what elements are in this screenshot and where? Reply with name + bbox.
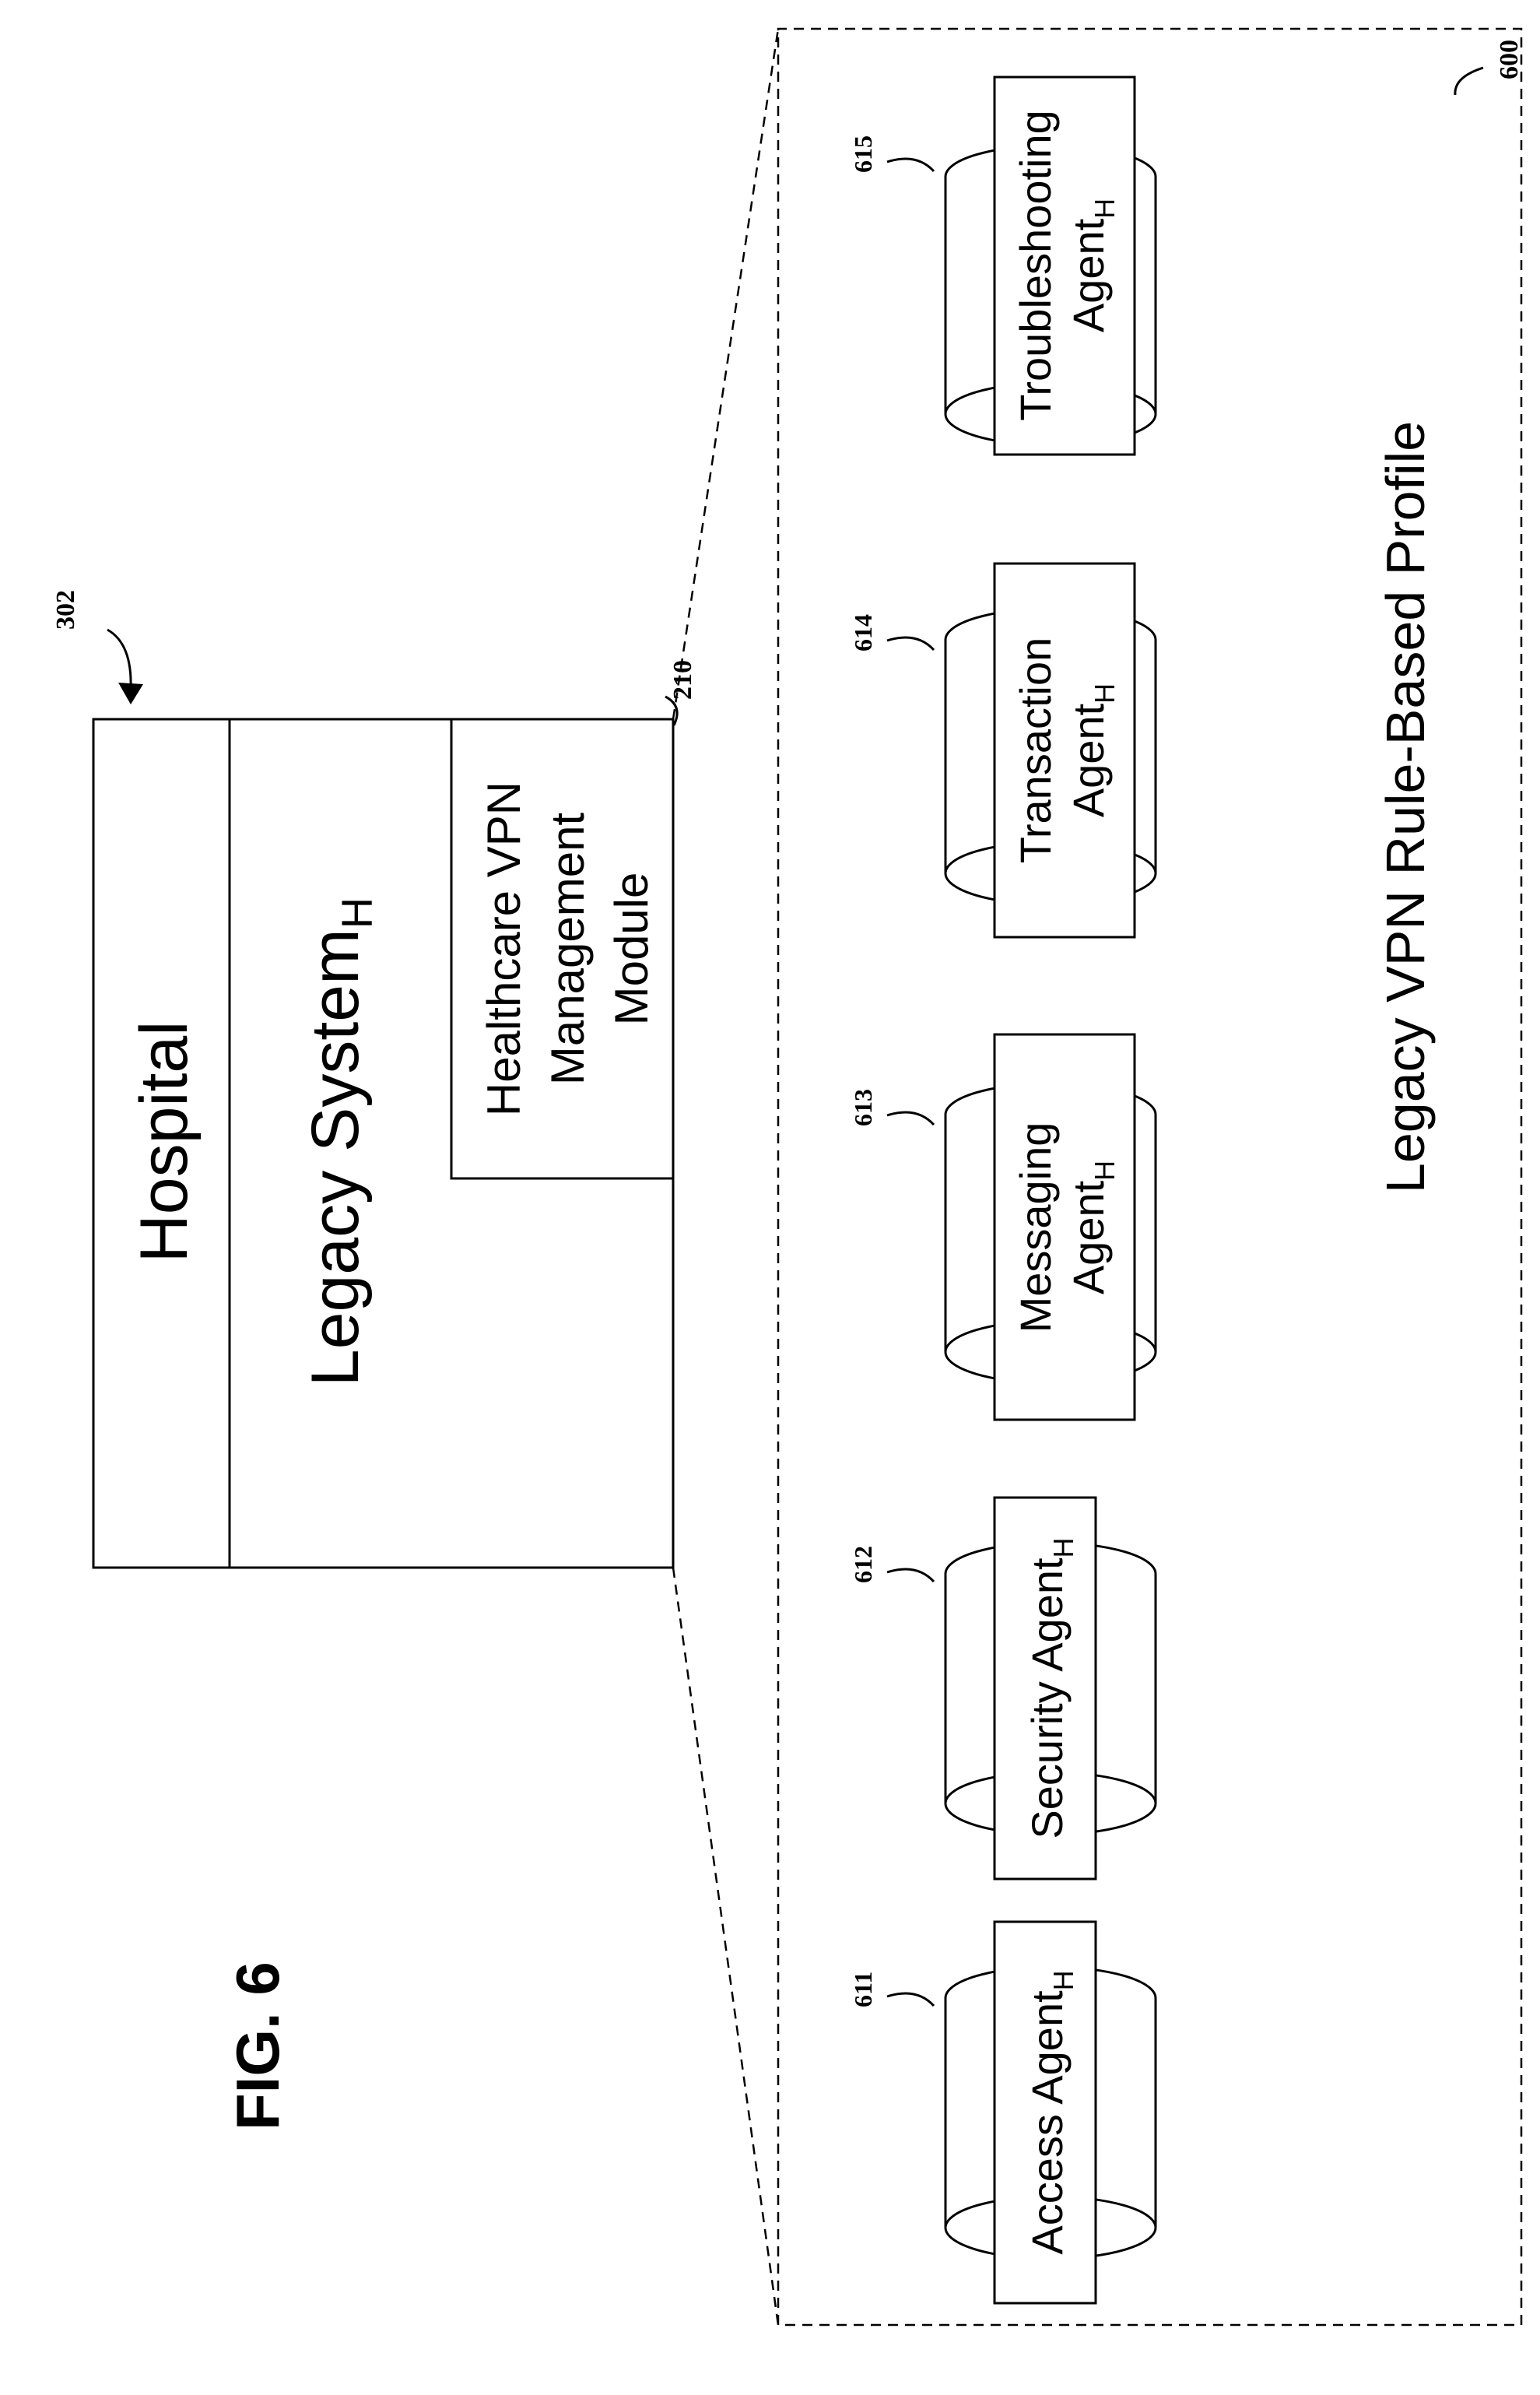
svg-text:Healthcare VPN: Healthcare VPN bbox=[478, 781, 530, 1116]
agent-612-ref: 612 bbox=[849, 1546, 877, 1583]
agent-613-leader bbox=[887, 1112, 934, 1125]
svg-text:Messaging: Messaging bbox=[1011, 1122, 1060, 1333]
ref-302: 302 bbox=[51, 590, 80, 630]
agent-611-label: Access AgentH bbox=[1023, 1970, 1079, 2254]
zoom-line-right bbox=[673, 29, 778, 719]
agent-611-ref: 611 bbox=[849, 1972, 877, 2007]
ref-600: 600 bbox=[1495, 40, 1524, 79]
hospital-label: Hospital bbox=[127, 1021, 202, 1263]
agent-614-ref: 614 bbox=[849, 614, 877, 651]
figure-label: FIG. 6 bbox=[223, 1961, 292, 2130]
ref-302-arrow bbox=[107, 630, 131, 689]
agent-612-label: Security AgentH bbox=[1023, 1537, 1079, 1838]
agent-612-leader bbox=[887, 1569, 934, 1582]
agent-615-leader bbox=[887, 159, 934, 171]
svg-text:Troubleshooting: Troubleshooting bbox=[1011, 110, 1060, 421]
agent-614-leader bbox=[887, 637, 934, 650]
agent-613-ref: 613 bbox=[849, 1089, 877, 1126]
zoom-line-left bbox=[673, 1568, 778, 2325]
ref-600-leader bbox=[1455, 68, 1483, 95]
ref-302-arrowhead bbox=[118, 683, 143, 704]
svg-text:Transaction: Transaction bbox=[1011, 637, 1060, 864]
svg-text:Module: Module bbox=[605, 873, 658, 1026]
legacy-system-label: Legacy SystemH bbox=[298, 897, 381, 1386]
ref-210: 210 bbox=[668, 660, 697, 700]
agent-615-ref: 615 bbox=[849, 135, 877, 173]
agent-611-leader bbox=[887, 1993, 934, 2006]
svg-text:Management: Management bbox=[542, 813, 594, 1086]
rule-based-profile-label: Legacy VPN Rule-Based Profile bbox=[1375, 421, 1436, 1193]
